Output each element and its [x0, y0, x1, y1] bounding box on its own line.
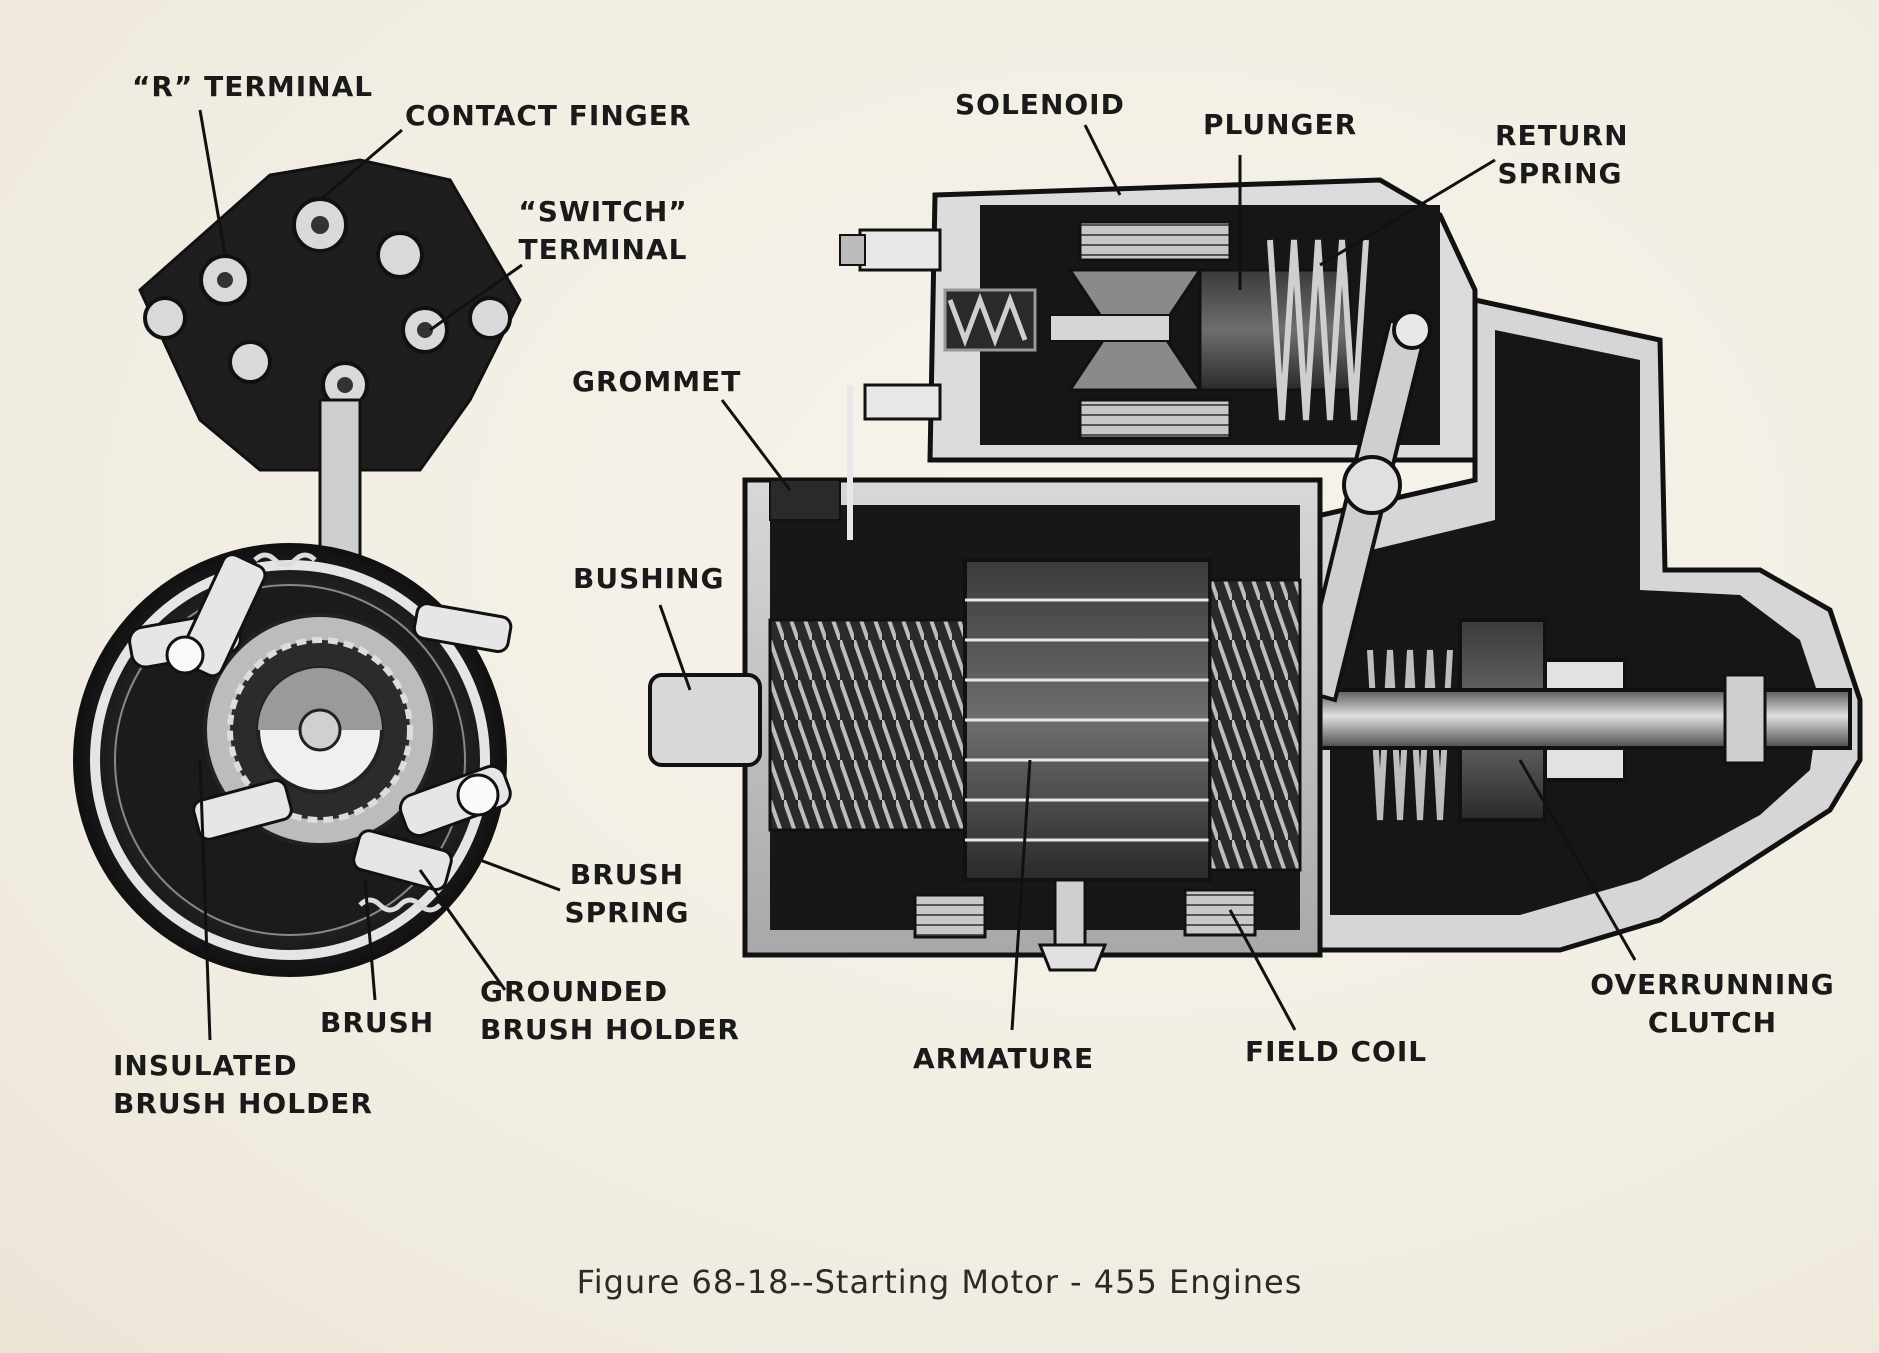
- field-coil-right: [1183, 888, 1257, 937]
- label-bushing: BUSHING: [573, 562, 725, 595]
- label-plunger: PLUNGER: [1203, 108, 1358, 141]
- field-coil-left: [913, 893, 987, 939]
- label-solenoid: SOLENOID: [955, 88, 1125, 121]
- label-grommet: GROMMET: [572, 365, 742, 398]
- label-r-terminal: “R” TERMINAL: [132, 70, 374, 103]
- label-switch-terminal: “SWITCH” TERMINAL: [518, 193, 688, 269]
- label-grounded-brush-holder: GROUNDED BRUSH HOLDER: [480, 973, 740, 1049]
- end-view: [73, 158, 522, 977]
- label-brush-spring-line2: SPRING: [564, 896, 690, 929]
- grommet: [769, 479, 841, 521]
- label-brush-spring-line1: BRUSH: [569, 858, 685, 891]
- label-brush-spring: BRUSH SPRING: [562, 856, 692, 932]
- label-return-spring-line2: SPRING: [1497, 157, 1623, 190]
- label-return-spring: RETURN SPRING: [1495, 117, 1629, 193]
- label-switch-terminal-line2: TERMINAL: [518, 233, 688, 266]
- return-spring: [1267, 239, 1369, 421]
- label-overrunning-line1: OVERRUNNING: [1590, 968, 1835, 1001]
- terminal-plate: [138, 158, 522, 472]
- label-brush: BRUSH: [320, 1006, 435, 1039]
- label-field-coil: FIELD COIL: [1245, 1035, 1428, 1068]
- label-insulated-line2: BRUSH HOLDER: [113, 1087, 373, 1120]
- label-return-spring-line1: RETURN: [1495, 119, 1629, 152]
- label-switch-terminal-line1: “SWITCH”: [518, 195, 688, 228]
- label-contact-finger: CONTACT FINGER: [405, 99, 692, 132]
- label-grounded-line2: BRUSH HOLDER: [480, 1013, 740, 1046]
- bushing: [648, 673, 762, 767]
- label-overrunning-clutch: OVERRUNNING CLUTCH: [1590, 966, 1835, 1042]
- label-insulated-brush-holder: INSULATED BRUSH HOLDER: [113, 1047, 373, 1123]
- label-armature: ARMATURE: [913, 1042, 1095, 1075]
- figure-caption: Figure 68-18--Starting Motor - 455 Engin…: [576, 1263, 1303, 1301]
- label-overrunning-line2: CLUTCH: [1647, 1006, 1778, 1039]
- cutaway-view: [648, 177, 1863, 972]
- leader-lines: [198, 109, 1637, 1041]
- label-insulated-line1: INSULATED: [113, 1049, 298, 1082]
- label-grounded-line1: GROUNDED: [480, 975, 669, 1008]
